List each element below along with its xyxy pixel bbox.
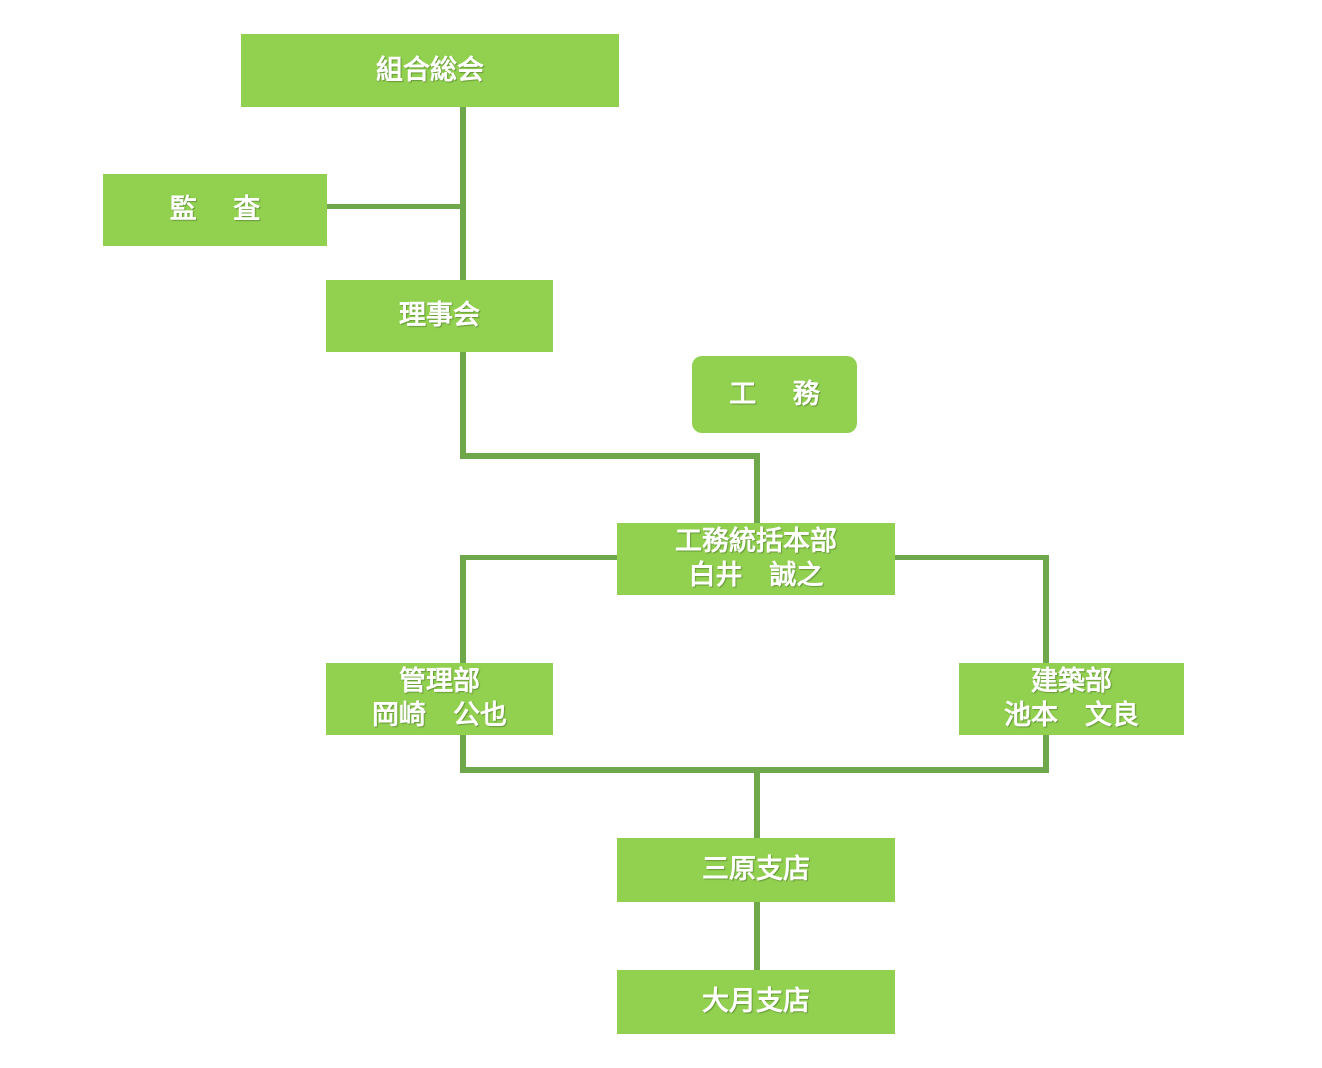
node-engineering-hq: 工務統括本部 白井 誠之 <box>617 523 895 595</box>
node-label: 理事会 <box>399 300 480 331</box>
node-construction-dept: 建築部 池本 文良 <box>959 663 1184 735</box>
connector-management-down <box>460 733 466 773</box>
connector-mihara-otsuki <box>754 900 760 972</box>
node-label: 建築部 <box>1031 666 1112 697</box>
node-person: 白井 誠之 <box>688 560 824 591</box>
connector-assembly-board <box>460 106 466 282</box>
node-otsuki-branch: 大月支店 <box>617 970 895 1034</box>
connector-hq-right <box>892 555 1049 560</box>
node-management-dept: 管理部 岡崎 公也 <box>326 663 553 735</box>
connector-hq-left <box>460 555 620 560</box>
node-label: 管理部 <box>399 666 480 697</box>
connector-audit <box>326 204 466 209</box>
node-mihara-branch: 三原支店 <box>617 838 895 902</box>
node-label: 工 務 <box>729 378 820 410</box>
connector-board-down <box>460 351 466 459</box>
connector-construction-down <box>1043 733 1049 773</box>
connector-hq-up <box>754 453 760 525</box>
connector-to-mihara <box>754 767 760 840</box>
node-label: 大月支店 <box>702 986 810 1017</box>
connector-management-up <box>460 555 466 665</box>
node-label: 工務統括本部 <box>675 526 837 557</box>
node-label: 監 査 <box>169 194 261 225</box>
node-engineering: 工 務 <box>692 356 857 433</box>
connector-board-horizontal <box>460 453 760 459</box>
node-board: 理事会 <box>326 280 553 352</box>
node-label: 組合総会 <box>376 54 484 86</box>
node-label: 三原支店 <box>702 854 810 885</box>
node-audit: 監 査 <box>103 174 327 246</box>
node-person: 岡崎 公也 <box>372 700 507 731</box>
connector-construction-up <box>1043 555 1049 665</box>
node-general-assembly: 組合総会 <box>241 34 619 107</box>
node-person: 池本 文良 <box>1004 700 1139 731</box>
